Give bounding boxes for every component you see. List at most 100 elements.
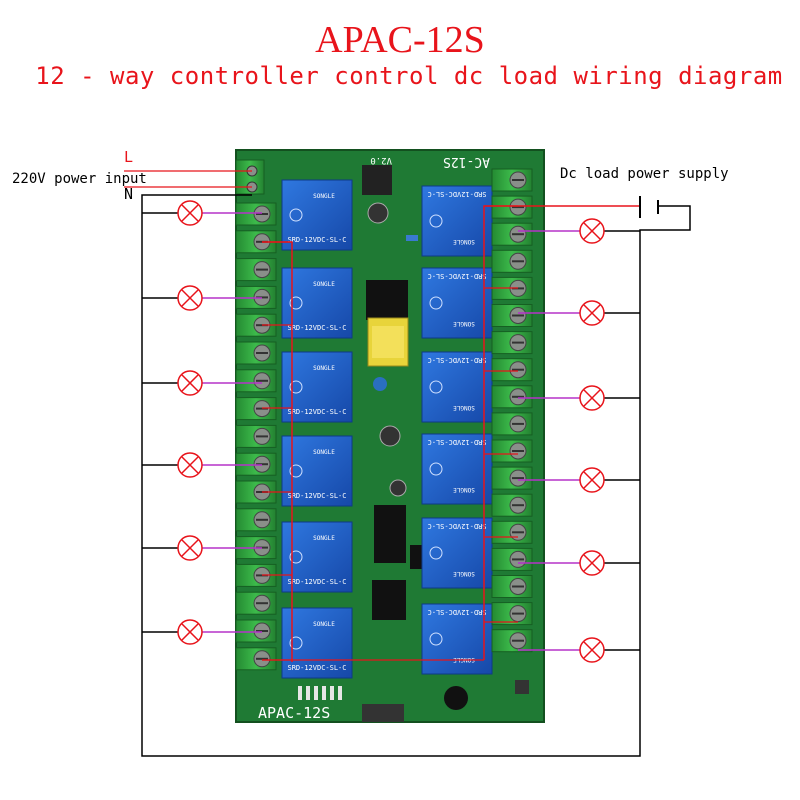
relay-cert-mark: [429, 546, 443, 560]
relay-model-text: SRD-12VDC-SL-C: [287, 664, 346, 672]
relay-brand-text: SONGLE: [313, 193, 335, 200]
board-model-top-label: AC-12S: [443, 154, 490, 169]
relay-model-text: SRD-12VDC-SL-C: [287, 236, 346, 244]
diagram-subtitle: 12 - way controller control dc load wiri…: [35, 62, 783, 90]
relay-brand-text: SONGLE: [453, 486, 475, 493]
left-lamp: [177, 535, 203, 561]
relay-body: [421, 185, 493, 257]
relay-model-text: SRD-12VDC-SL-C: [427, 608, 486, 616]
board-model-label: APAC-12S: [258, 704, 330, 722]
relay-cert-mark: [429, 214, 443, 228]
relay-body: [281, 607, 353, 679]
lamp-cross-b: [181, 204, 199, 222]
left-relay: SRD-12VDC-SL-C SONGLE: [281, 607, 353, 679]
relay-cert-mark: [289, 636, 303, 650]
relay-cert-mark: [289, 296, 303, 310]
left-lamp: [177, 200, 203, 226]
lamp-cross-b: [583, 222, 601, 240]
right-relay: SRD-12VDC-SL-C SONGLE: [421, 185, 493, 257]
relay-brand-text: SONGLE: [453, 570, 475, 577]
relay-body: [421, 433, 493, 505]
relay-brand-text: SONGLE: [313, 281, 335, 288]
lamp-cross-b: [181, 374, 199, 392]
relay-body: [421, 267, 493, 339]
right-relay: SRD-12VDC-SL-C SONGLE: [421, 517, 493, 589]
relay-brand-text: SONGLE: [453, 238, 475, 245]
relay-model-text: SRD-12VDC-SL-C: [287, 408, 346, 416]
board-version-label: V2.0: [370, 155, 392, 165]
diagram-title: APAC-12S: [315, 19, 485, 61]
relay-body: [281, 351, 353, 423]
left-relay: SRD-12VDC-SL-C SONGLE: [281, 267, 353, 339]
left-relay: SRD-12VDC-SL-C SONGLE: [281, 179, 353, 251]
dc-supply-symbol: [639, 196, 659, 218]
relay-model-text: SRD-12VDC-SL-C: [427, 190, 486, 198]
lamp-cross-b: [583, 304, 601, 322]
relay-model-text: SRD-12VDC-SL-C: [427, 356, 486, 364]
right-lamp: [579, 467, 605, 493]
left-lamp: [177, 285, 203, 311]
relay-bank-right: SRD-12VDC-SL-C SONGLE SRD-12VDC-SL-C SONGLE…: [421, 185, 493, 675]
relay-body: [421, 517, 493, 589]
power-terminal: [235, 159, 265, 195]
relay-body: [281, 435, 353, 507]
right-relay: SRD-12VDC-SL-C SONGLE: [421, 433, 493, 505]
live-label: L: [124, 148, 133, 166]
lamp-cross-b: [583, 471, 601, 489]
right-lamp: [579, 385, 605, 411]
lamp-cross-b: [181, 539, 199, 557]
center-components: [298, 165, 529, 722]
dc-supply-label: Dc load power supply: [560, 166, 729, 182]
relay-model-text: SRD-12VDC-SL-C: [287, 324, 346, 332]
left-lamp: [177, 619, 203, 645]
right-relay: SRD-12VDC-SL-C SONGLE: [421, 267, 493, 339]
relay-cert-mark: [289, 380, 303, 394]
relay-body: [281, 521, 353, 593]
relay-cert-mark: [429, 380, 443, 394]
power-input-label: 220V power input: [12, 171, 147, 187]
right-relay: SRD-12VDC-SL-C SONGLE: [421, 351, 493, 423]
right-lamp: [579, 550, 605, 576]
relay-cert-mark: [429, 462, 443, 476]
relay-body: [281, 267, 353, 339]
neutral-label: N: [124, 185, 133, 203]
relay-cert-mark: [429, 632, 443, 646]
terminal-block-left: [235, 202, 277, 671]
relay-model-text: SRD-12VDC-SL-C: [427, 272, 486, 280]
relay-body: [281, 179, 353, 251]
left-relay: SRD-12VDC-SL-C SONGLE: [281, 351, 353, 423]
right-lamp: [579, 300, 605, 326]
lamp-cross-b: [583, 389, 601, 407]
lamps: [177, 200, 605, 663]
right-lamp: [579, 637, 605, 663]
wiring: [124, 170, 691, 757]
relay-bank-left: SRD-12VDC-SL-C SONGLE SRD-12VDC-SL-C SONGLE…: [281, 179, 353, 679]
relay-body: [421, 603, 493, 675]
left-relay: SRD-12VDC-SL-C SONGLE: [281, 521, 353, 593]
relay-model-text: SRD-12VDC-SL-C: [427, 438, 486, 446]
relay-model-text: SRD-12VDC-SL-C: [287, 492, 346, 500]
relay-brand-text: SONGLE: [453, 320, 475, 327]
lamp-cross-b: [181, 456, 199, 474]
relay-model-text: SRD-12VDC-SL-C: [427, 522, 486, 530]
lamp-cross-b: [181, 289, 199, 307]
lamp-cross-b: [583, 641, 601, 659]
lamp-cross-b: [181, 623, 199, 641]
relay-brand-text: SONGLE: [453, 404, 475, 411]
relay-cert-mark: [289, 464, 303, 478]
left-lamp: [177, 452, 203, 478]
relay-brand-text: SONGLE: [313, 365, 335, 372]
relay-brand-text: SONGLE: [313, 621, 335, 628]
relay-cert-mark: [429, 296, 443, 310]
relay-brand-text: SONGLE: [313, 535, 335, 542]
relay-model-text: SRD-12VDC-SL-C: [287, 578, 346, 586]
lamp-cross-b: [583, 554, 601, 572]
left-lamp: [177, 370, 203, 396]
neutral-bus-wire: [141, 194, 691, 757]
relay-cert-mark: [289, 550, 303, 564]
relay-cert-mark: [289, 208, 303, 222]
right-lamp: [579, 218, 605, 244]
